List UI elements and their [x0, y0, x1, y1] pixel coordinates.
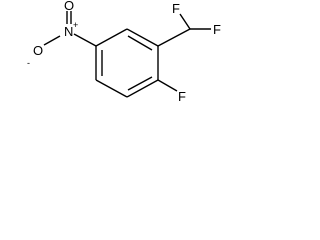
charge-minus: - — [27, 58, 30, 68]
ring-bond-c1-c2 — [126, 28, 159, 47]
bond-c-to-f-left — [179, 13, 191, 30]
chemical-structure-diagram: F F F N + O O - — [27, 0, 221, 104]
ring-bond-c3-c4 — [126, 79, 159, 98]
difluoromethyl-group: F F — [157, 1, 221, 47]
ring-bond-c4-c5 — [95, 79, 128, 98]
benzene-ring — [95, 28, 159, 98]
atom-nitrogen: N — [64, 24, 73, 39]
atom-oxygen-top: O — [64, 0, 74, 13]
ring-double-bond-c3-c4 — [127, 76, 153, 91]
atom-fluorine-top-left: F — [172, 1, 180, 16]
bond-ring-to-f — [157, 79, 178, 92]
ring-fluorine-group: F — [157, 79, 186, 104]
bond-ring-to-n — [73, 33, 97, 47]
ring-bond-c6-c1 — [95, 28, 128, 47]
bond-n-to-o-left — [43, 35, 61, 46]
bond-ring-to-chf2 — [157, 28, 191, 47]
nitro-group: N + O O - — [27, 0, 97, 68]
atom-fluorine-ring: F — [178, 89, 186, 104]
atom-fluorine-top-right: F — [213, 22, 221, 37]
ring-double-bond-c1-c2 — [127, 35, 153, 51]
atom-oxygen-left: O — [33, 43, 43, 58]
charge-plus: + — [73, 20, 78, 30]
